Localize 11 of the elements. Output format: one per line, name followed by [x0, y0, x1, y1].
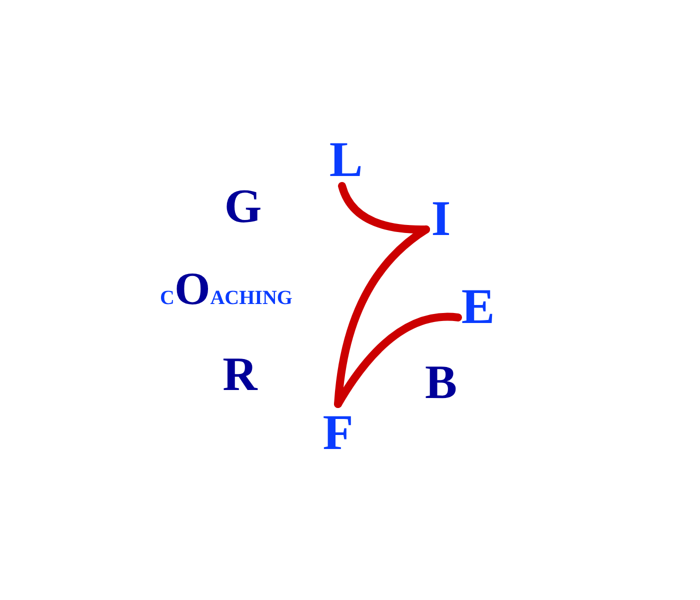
word: COACHING	[160, 266, 292, 312]
letter: E	[458, 280, 498, 332]
curved-line	[334, 225, 430, 408]
letter: L	[326, 132, 366, 186]
curved-line	[334, 312, 462, 408]
letter: I	[426, 192, 456, 244]
letter: R	[222, 350, 259, 400]
curved-line	[338, 182, 430, 234]
letter: B	[424, 358, 458, 408]
letter: G	[223, 182, 263, 232]
letter: F	[316, 404, 360, 460]
